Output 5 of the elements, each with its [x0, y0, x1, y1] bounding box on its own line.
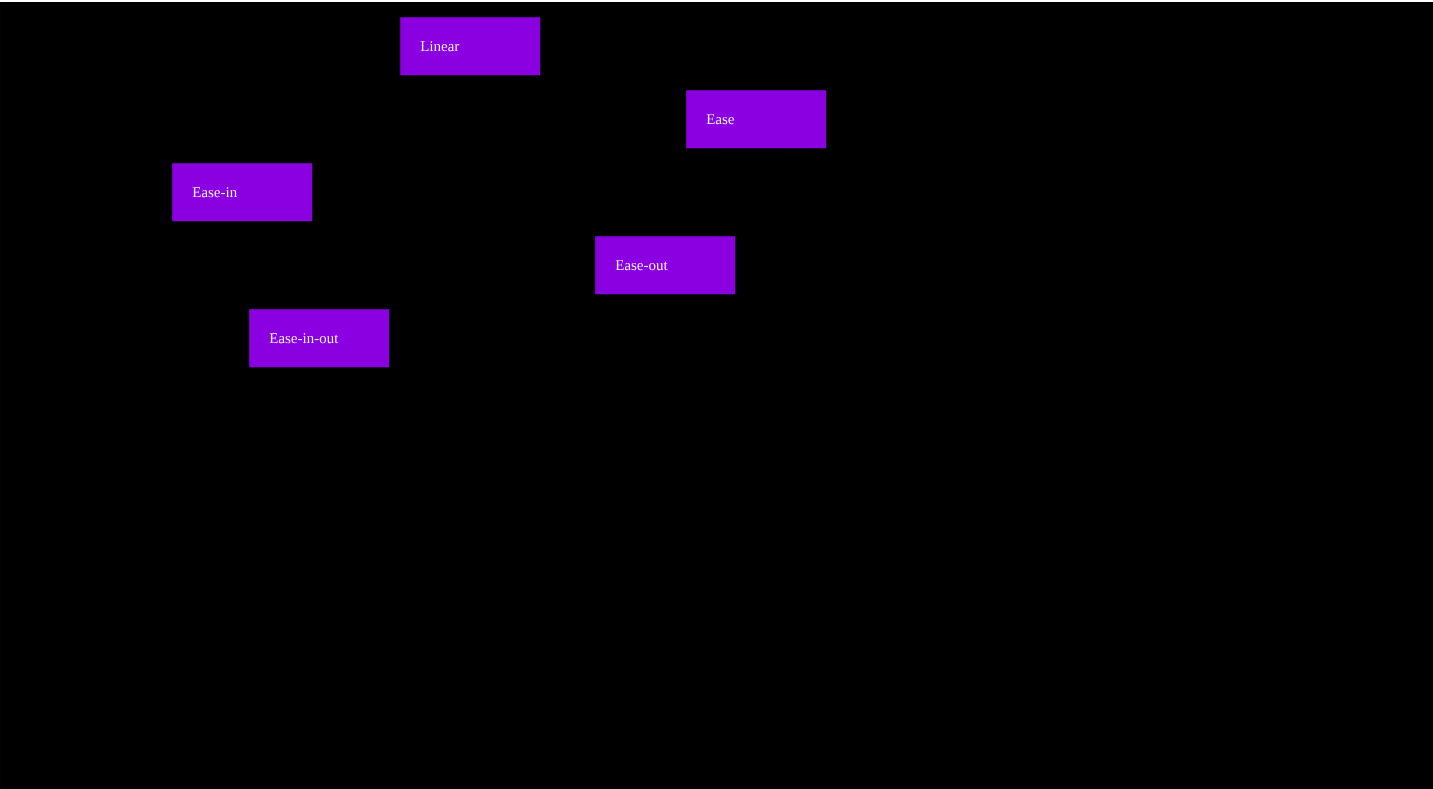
easing-box: Ease [686, 90, 827, 149]
easing-box: Ease-in-out [249, 309, 390, 368]
easing-box: Ease-out [595, 236, 736, 295]
easing-box: Ease-in [172, 163, 313, 222]
easing-box: Linear [400, 17, 541, 76]
